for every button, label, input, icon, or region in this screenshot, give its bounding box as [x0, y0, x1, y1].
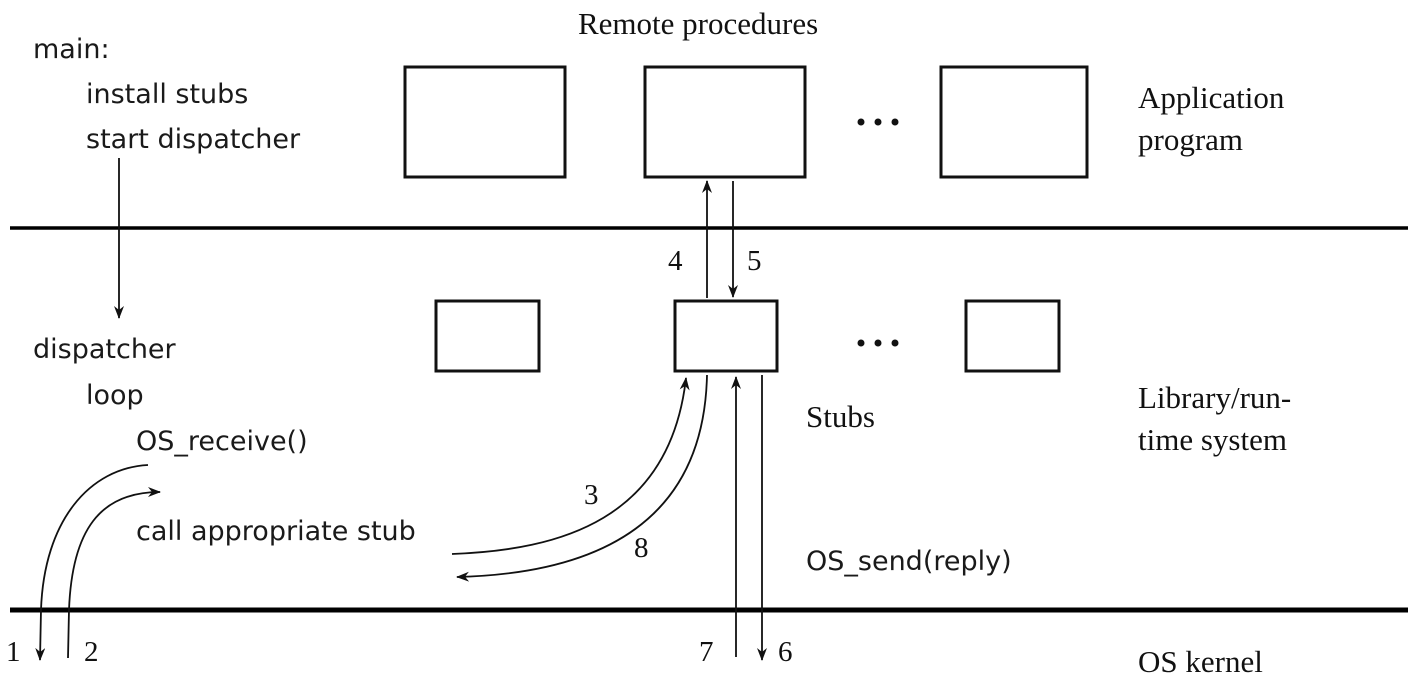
layer-label-application-1: Application [1138, 80, 1285, 115]
layer-label-library-2: time system [1138, 422, 1287, 457]
step-label-6: 6 [778, 636, 793, 668]
remote-procedure-box-2 [643, 65, 807, 179]
code-os-send: OS_send(reply) [806, 546, 1012, 577]
remote-procedure-box-n [939, 65, 1089, 179]
code-start-dispatcher: start dispatcher [86, 124, 301, 155]
step-label-2: 2 [84, 636, 99, 668]
code-os-receive: OS_receive() [136, 426, 308, 457]
ellipsis-dot [857, 339, 865, 347]
layer-label-application-2: program [1138, 122, 1243, 157]
code-dispatcher: dispatcher [33, 334, 177, 365]
code-main: main: [33, 34, 110, 65]
remote-procedures-title: Remote procedures [578, 6, 818, 41]
remote-procedure-box-1 [403, 65, 567, 179]
arrow-step-1 [35, 464, 149, 661]
ellipsis-dot [891, 339, 899, 347]
ellipsis-dot [891, 118, 899, 126]
ellipsis-dot [874, 118, 882, 126]
stub-box-1 [434, 299, 541, 373]
stubs-label: Stubs [806, 399, 875, 434]
code-call-stub: call appropriate stub [136, 516, 416, 547]
arrow-step-3 [451, 377, 690, 555]
code-install-stubs: install stubs [86, 79, 248, 110]
layer-label-kernel: OS kernel [1138, 644, 1263, 679]
stub-box-n [964, 299, 1061, 373]
step-label-4: 4 [668, 245, 683, 277]
arrow-step-2 [67, 487, 161, 659]
step-label-7: 7 [699, 636, 714, 668]
stub-box-2 [673, 299, 779, 373]
step-label-3: 3 [584, 479, 599, 511]
step-label-8: 8 [634, 532, 649, 564]
arrow-step-8 [456, 374, 708, 582]
layer-label-library-1: Library/run- [1138, 380, 1291, 415]
ellipsis-dot [874, 339, 882, 347]
ellipsis-dot [857, 118, 865, 126]
step-label-5: 5 [747, 245, 762, 277]
code-loop: loop [86, 380, 144, 411]
step-label-1: 1 [6, 636, 21, 668]
